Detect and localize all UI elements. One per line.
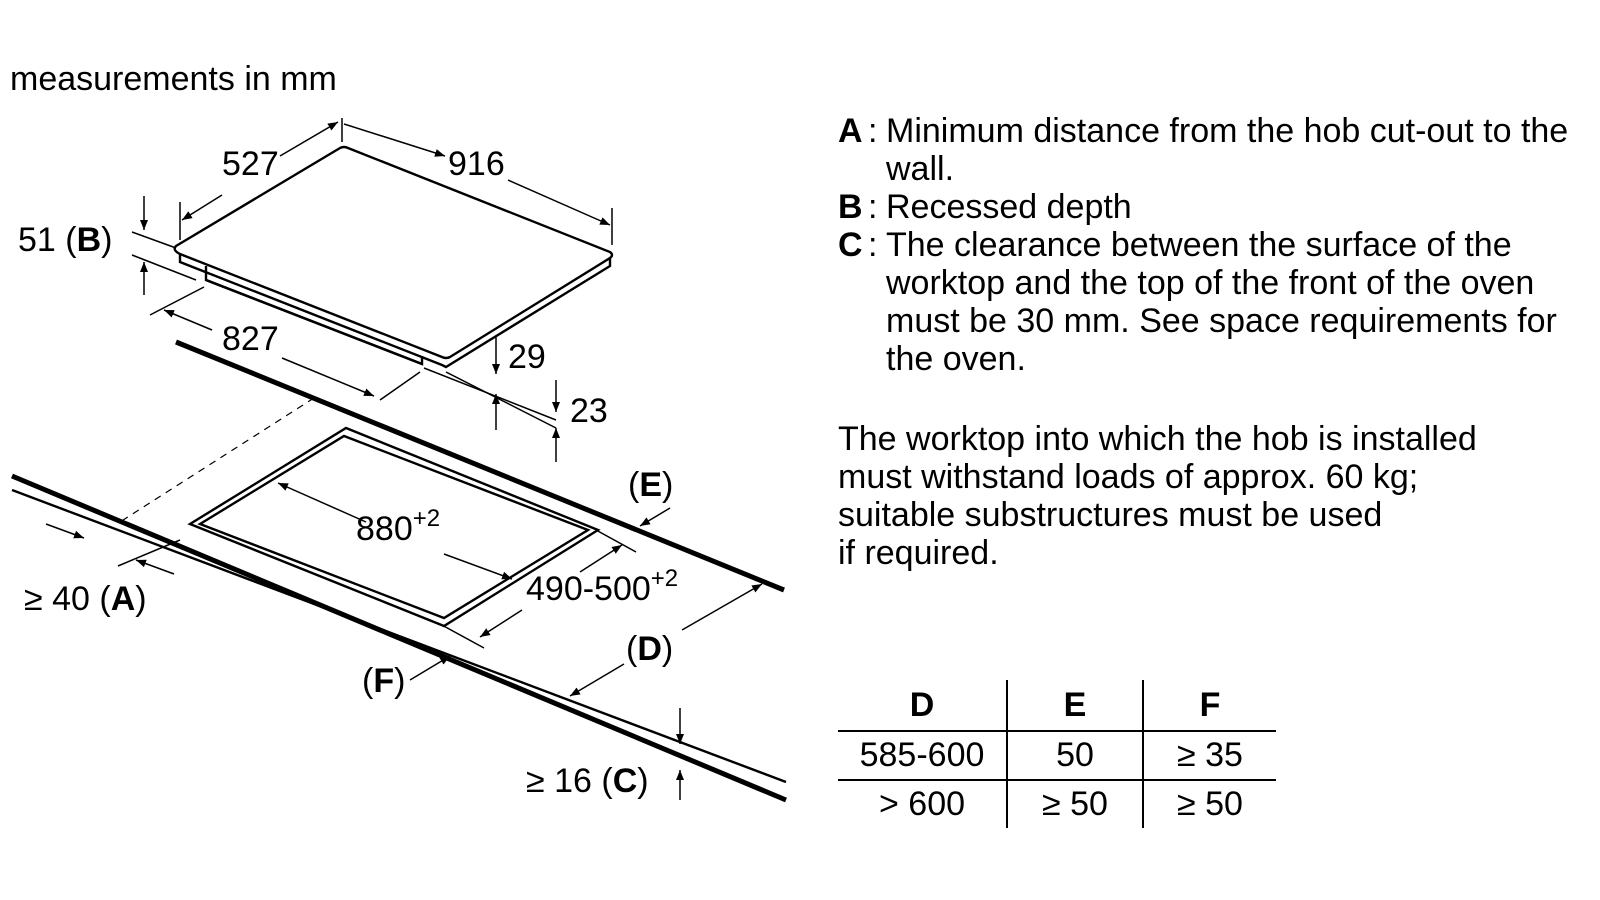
table-row: 585-600 50 ≥ 35 <box>838 731 1276 780</box>
dim-hob-inner-width: 827 <box>222 320 279 358</box>
installation-diagram: measurements in mm 916 527 51 (B) 827 <box>10 60 787 803</box>
dim-worktop-clearance: ≥ 16 (C) <box>526 762 649 800</box>
cutout-inner <box>197 434 591 620</box>
dim-916-line-a <box>343 123 446 157</box>
label-e: (E) <box>628 466 673 504</box>
legend-text-c: The clearance between the surface of the… <box>886 226 1557 378</box>
worktop-top-edge <box>11 488 787 784</box>
label-f: (F) <box>362 662 405 700</box>
worktop-front-edge <box>11 473 787 803</box>
dim-527-line-b <box>181 194 223 221</box>
units-note: measurements in mm <box>10 60 337 98</box>
worktop-drawing: 880+2 490-500+2 (E) (D) (F) ≥ 40 (A) ≥ 1… <box>11 339 787 803</box>
dim-cutout-depth: 490-500+2 <box>526 565 678 608</box>
legend-text-a: Minimum distance from the hob cut-out to… <box>886 112 1569 188</box>
dimension-table: D E F 585-600 50 ≥ 35 > 600 ≥ 50 ≥ 50 <box>838 680 1276 828</box>
label-d: (D) <box>626 630 673 668</box>
legend-item-c: C: The clearance between the surface of … <box>838 226 1588 378</box>
dim-hob-width: 916 <box>448 145 505 183</box>
dim-916-line-b <box>507 179 611 226</box>
table-header-row: D E F <box>838 680 1276 731</box>
legend-item-b: B: Recessed depth <box>838 188 1588 226</box>
hob-edge <box>178 254 612 369</box>
table-row: > 600 ≥ 50 ≥ 50 <box>838 780 1276 828</box>
legend: A: Minimum distance from the hob cut-out… <box>838 112 1588 378</box>
legend-item-a: A: Minimum distance from the hob cut-out… <box>838 112 1588 188</box>
dim-wall-distance: ≥ 40 (A) <box>24 580 147 618</box>
load-note: The worktop into which the hob is instal… <box>838 420 1477 572</box>
worktop-back-edge <box>175 339 785 593</box>
dim-bottom-depth: 29 <box>508 338 546 376</box>
legend-text-b: Recessed depth <box>886 188 1132 226</box>
dim-527-line-a <box>279 121 339 157</box>
dim-edge-depth: 23 <box>570 392 608 430</box>
dim-hob-depth: 527 <box>222 145 279 183</box>
dim-cutout-width: 880+2 <box>356 505 440 548</box>
hob-drawing: 916 527 51 (B) 827 29 23 <box>18 118 614 523</box>
dim-recess-depth: 51 (B) <box>18 221 113 259</box>
cutout-outer <box>187 426 601 628</box>
